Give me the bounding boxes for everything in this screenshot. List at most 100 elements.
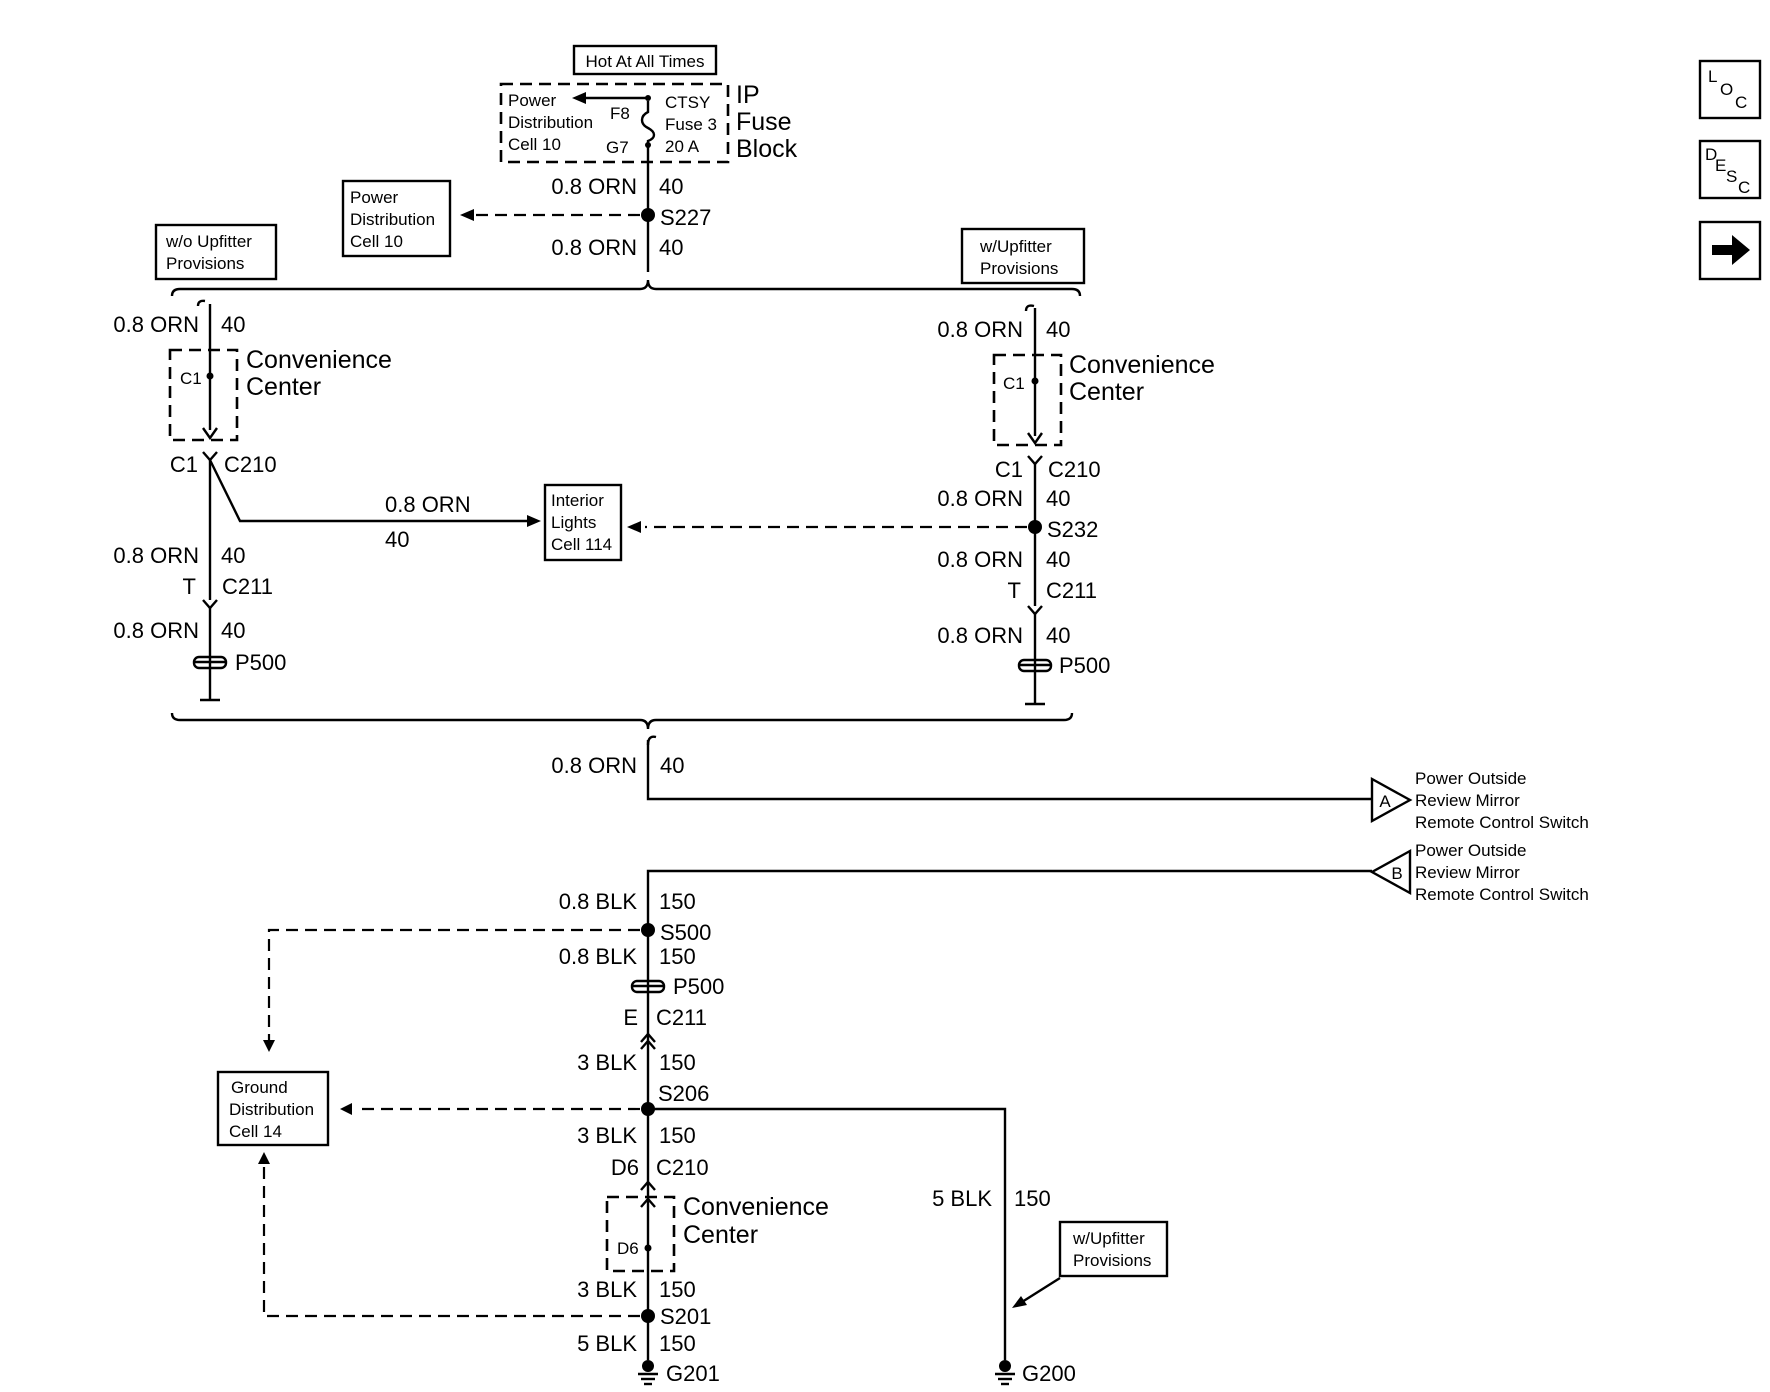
right-circuit-label-d: 40 — [1046, 623, 1070, 648]
ground-wire-from-b — [646, 869, 1372, 1360]
connector-a-flag — [1370, 776, 1413, 824]
right-convenience-center — [992, 353, 1063, 447]
left-wire-top-cap — [196, 299, 206, 307]
loc-o: O — [1720, 80, 1733, 99]
ground-cc-pin: D6 — [617, 1239, 639, 1258]
splice-s500 — [641, 923, 655, 937]
splice-s227 — [641, 208, 655, 222]
ground-c210-label: C210 — [656, 1155, 709, 1180]
interior-wire-label: 0.8 ORN — [385, 492, 471, 517]
ip-fuse-block-outline — [499, 82, 730, 164]
desc-s: S — [1726, 167, 1737, 186]
ground-wire-label-2: 0.8 BLK — [559, 944, 638, 969]
left-c211-label: C211 — [222, 574, 273, 599]
left-cc-line1: Convenience — [246, 346, 392, 374]
splice-s201-label: S201 — [660, 1304, 711, 1329]
left-wire-label-b: 0.8 ORN — [113, 543, 199, 568]
wire-label-top-1: 0.8 ORN — [551, 174, 637, 199]
left-circuit-label-b: 40 — [221, 543, 245, 568]
mirror-b-line3: Remote Control Switch — [1415, 885, 1589, 904]
left-to-interior-arrowhead — [527, 515, 541, 527]
circuit-label-top-1: 40 — [659, 174, 683, 199]
next-button[interactable] — [1698, 220, 1762, 281]
s206-g200-wire — [648, 1107, 1007, 1360]
left-circuit-label-a: 40 — [221, 312, 245, 337]
loc-l: L — [1708, 67, 1717, 86]
right-cc-line2: Center — [1069, 378, 1144, 406]
connector-a-letter: A — [1379, 792, 1391, 811]
ground-circuit-label-4: 150 — [659, 1123, 696, 1148]
fuse-label-line1: CTSY — [665, 93, 710, 112]
ground-wire-label-4: 3 BLK — [577, 1123, 637, 1148]
interior-lights-line1: Interior — [551, 491, 604, 510]
loc-c: C — [1735, 93, 1747, 112]
ground-circuit-label-7: 150 — [1014, 1186, 1051, 1211]
right-cc-dot — [1031, 377, 1039, 385]
ground-cc-dot — [644, 1244, 652, 1252]
desc-button[interactable]: D E S C — [1698, 139, 1762, 200]
ground-cc-line2: Center — [683, 1221, 758, 1249]
left-c210-pin: C1 — [170, 452, 198, 477]
left-circuit-label-c: 40 — [221, 618, 245, 643]
w-upfitter-box-bottom — [1058, 1220, 1169, 1278]
mirror-b-line1: Power Outside — [1415, 841, 1527, 860]
s227-pd-arrowhead — [460, 209, 474, 221]
w-upfitter-pointer — [1021, 1276, 1061, 1304]
right-cc-pin: C1 — [1003, 374, 1025, 393]
ground-c211-connector-2 — [640, 1039, 656, 1050]
left-convenience-center — [168, 348, 239, 442]
fuse-bottom-dot — [645, 142, 651, 148]
ground-cc-arrow — [640, 1197, 656, 1208]
ground-c211-pin: E — [623, 1005, 638, 1030]
wo-upfitter-box — [154, 223, 278, 281]
right-wire-label-c: 0.8 ORN — [937, 547, 1023, 572]
connector-b-flag — [1369, 848, 1412, 896]
wire-label-top-2: 0.8 ORN — [551, 235, 637, 260]
desc-e: E — [1715, 156, 1726, 175]
left-p500-label: P500 — [235, 650, 286, 675]
ground-wire-label-7: 5 BLK — [932, 1186, 992, 1211]
pd-cell10-line1: Power — [508, 91, 557, 110]
hot-at-all-times-label: Hot At All Times — [585, 52, 704, 71]
mirror-a-line2: Review Mirror — [1415, 791, 1520, 810]
left-cc-line2: Center — [246, 373, 321, 401]
loc-button[interactable]: L O C — [1698, 59, 1762, 120]
pd-cell10-line3: Cell 10 — [508, 135, 561, 154]
w-upfitter-top-line2: Provisions — [980, 259, 1058, 278]
upper-brace — [170, 279, 1082, 297]
left-cc-pin: C1 — [180, 369, 202, 388]
s500-ground-dashed — [267, 928, 640, 1040]
mirror-b-line2: Review Mirror — [1415, 863, 1520, 882]
interior-circuit-label: 40 — [385, 527, 409, 552]
interior-lights-line2: Lights — [551, 513, 596, 532]
right-c211-connector — [1027, 605, 1043, 616]
ground-wire-label-1: 0.8 BLK — [559, 889, 638, 914]
left-cc-dot — [206, 372, 214, 380]
merge-circuit-label: 40 — [660, 753, 684, 778]
ground-cc-line1: Convenience — [683, 1193, 829, 1221]
desc-d: D — [1705, 145, 1717, 164]
ground-distribution-box — [216, 1070, 330, 1147]
splice-s232 — [1028, 520, 1042, 534]
ground-c210-connector — [640, 1180, 656, 1191]
right-wire-label-a: 0.8 ORN — [937, 317, 1023, 342]
splice-s227-label: S227 — [660, 205, 711, 230]
desc-c: C — [1738, 178, 1750, 197]
fuse-label-line3: 20 A — [665, 137, 700, 156]
lower-brace — [170, 712, 1074, 730]
right-cc-arrow — [1027, 432, 1043, 446]
splice-s206-label: S206 — [658, 1081, 709, 1106]
fuse-label-line2: Fuse 3 — [665, 115, 717, 134]
right-c211-pin: T — [1008, 578, 1021, 603]
fuse-pin-f8: F8 — [610, 104, 630, 123]
mirror-a-line3: Remote Control Switch — [1415, 813, 1589, 832]
wo-upfitter-line2: Provisions — [166, 254, 244, 273]
right-wire-top-cap — [1024, 304, 1035, 312]
pd-ref-line3: Cell 10 — [350, 232, 403, 251]
ground-c210-pin: D6 — [611, 1155, 639, 1180]
pd-ref-line1: Power — [350, 188, 399, 207]
ip-fuse-block-title-1: IP — [736, 81, 760, 109]
fuse-top-dot — [645, 95, 651, 101]
s201-ground-dashed — [262, 1165, 640, 1318]
